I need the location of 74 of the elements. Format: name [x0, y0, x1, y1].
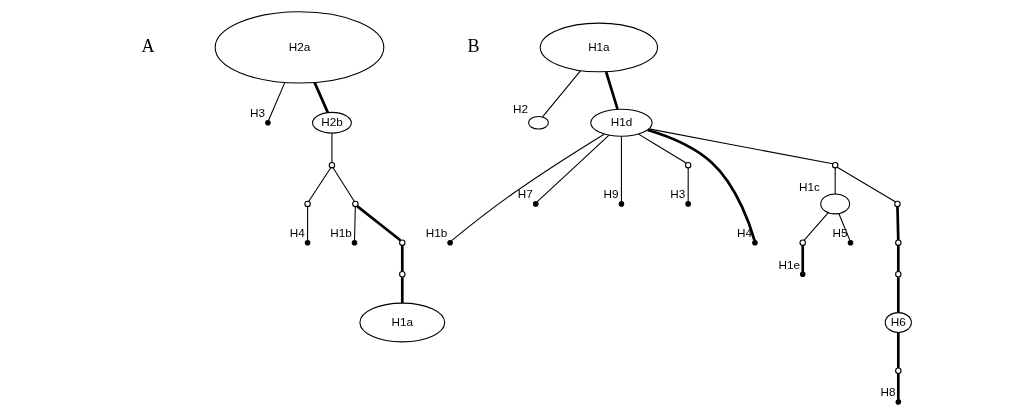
connector — [801, 245, 805, 272]
node-dot — [351, 239, 358, 246]
connector — [356, 205, 402, 242]
node-dot — [752, 239, 758, 246]
connector — [896, 332, 900, 368]
node-circle — [831, 161, 839, 169]
connector — [400, 245, 404, 272]
node-circle — [399, 239, 406, 246]
connector — [536, 134, 610, 203]
connector — [687, 167, 689, 203]
connector — [400, 277, 404, 303]
node-circle — [684, 161, 692, 169]
node-ellipse: H1d — [590, 108, 653, 137]
node-circle — [895, 271, 902, 278]
connector — [896, 245, 900, 272]
node-ellipse: H2a — [214, 11, 385, 84]
connector — [308, 167, 332, 202]
connector — [648, 128, 834, 165]
node-label: H5 — [832, 226, 848, 240]
node-label: H1b — [330, 226, 352, 240]
node-dot — [447, 239, 453, 246]
label: B — [467, 35, 480, 56]
node-circle — [304, 200, 311, 208]
connector — [834, 167, 836, 195]
node-label: H7 — [517, 187, 533, 201]
connector — [542, 70, 581, 118]
connector — [313, 81, 329, 113]
connector — [803, 212, 829, 241]
node-circle — [895, 239, 902, 246]
node-dot — [304, 239, 311, 246]
node-ellipse: H6 — [884, 312, 912, 333]
node-circle — [399, 271, 406, 278]
node-label: H2 — [512, 102, 528, 116]
node-dot — [532, 201, 539, 207]
connector — [331, 132, 333, 163]
connector — [332, 167, 355, 202]
node-circle — [352, 200, 359, 208]
node-ellipse: H2b — [312, 111, 352, 134]
node-dot — [265, 119, 271, 126]
node-dot — [618, 201, 625, 207]
connector — [638, 133, 687, 164]
connector — [307, 206, 309, 241]
node-label: H1e — [778, 257, 800, 271]
connector — [604, 71, 619, 110]
label: A — [141, 35, 155, 56]
node-ellipse: H1a — [359, 302, 446, 343]
connector — [896, 373, 900, 400]
connector — [620, 135, 622, 203]
node-label: H8 — [880, 385, 896, 399]
node-circle — [820, 193, 851, 215]
node-label: H3 — [670, 187, 686, 201]
connector — [647, 128, 756, 241]
node-label: H9 — [603, 187, 619, 201]
node-circle — [328, 161, 336, 169]
connector — [267, 82, 286, 122]
node-label: H1c — [799, 179, 820, 193]
connector — [451, 133, 605, 242]
node-label: H4 — [289, 226, 305, 240]
connector — [836, 166, 896, 203]
node-circle — [895, 367, 902, 375]
node-dot — [799, 271, 806, 278]
node-dot — [895, 399, 902, 405]
node-circle — [799, 239, 806, 246]
node-label: H3 — [250, 106, 266, 120]
connector — [838, 213, 851, 241]
connector — [896, 206, 900, 240]
node-circle — [528, 115, 549, 130]
node-ellipse: H1a — [539, 22, 659, 73]
node-dot — [685, 201, 691, 207]
connector — [896, 277, 900, 313]
node-circle — [894, 200, 901, 208]
node-dot — [847, 239, 854, 246]
connector — [353, 206, 356, 241]
node-label: H1b — [425, 226, 448, 240]
